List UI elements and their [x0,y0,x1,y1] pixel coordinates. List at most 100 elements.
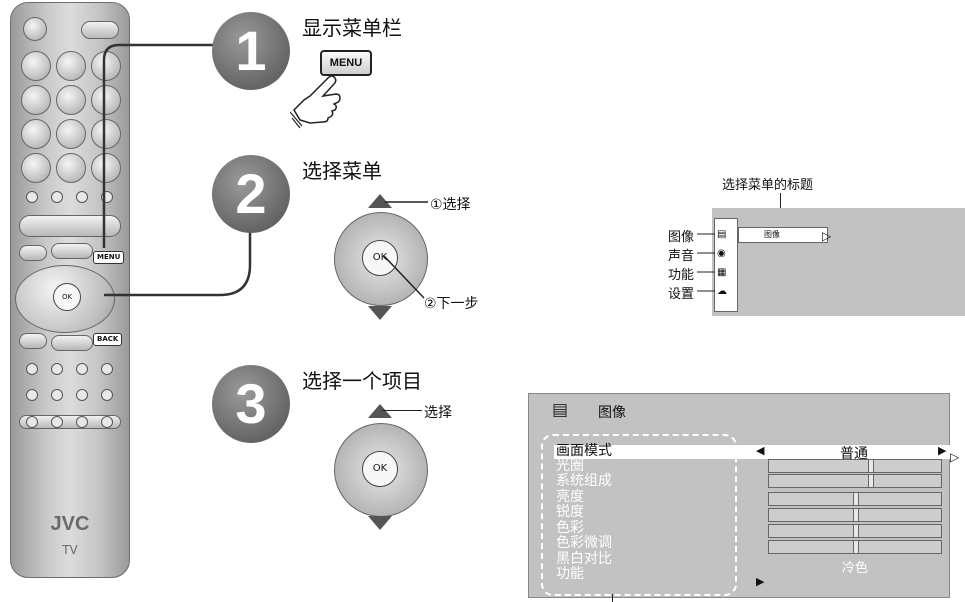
color-key[interactable] [26,416,38,428]
color-key[interactable] [76,416,88,428]
color-key-bar [19,415,121,429]
level-bar[interactable] [768,474,942,488]
pointing-hand-icon [290,75,341,129]
menu-key[interactable]: MENU [93,251,125,264]
menu-item-tint[interactable]: 色彩微调 [556,535,612,551]
sound-icon: ◉ [717,248,726,259]
dpad-up-arrow [368,404,392,418]
number-key[interactable] [91,153,121,183]
menu-item-sharpness[interactable]: 锐度 [556,504,584,520]
color-key[interactable] [51,416,63,428]
menu-preview-titlebar [738,227,828,243]
number-key[interactable] [21,119,51,149]
level-bar[interactable] [768,540,942,554]
cursor-icon: ▷ [822,229,832,243]
small-key[interactable] [101,363,113,375]
dpad-up-arrow [368,194,392,208]
category-settings: 设置 [668,287,695,302]
step-number: 1 [235,19,267,82]
remote-control: MENU OK BACK JVC TV [10,2,130,578]
small-key[interactable] [51,191,63,203]
number-key[interactable] [56,85,86,115]
level-bar[interactable] [768,508,942,522]
highlight-bar [554,445,954,459]
menu-preview-screen [712,208,965,316]
ok-button: OK [362,451,398,487]
number-key[interactable] [91,119,121,149]
level-marker [853,509,859,521]
step-3-badge: 3 [212,365,290,443]
brand-logo: JVC [50,513,90,535]
remote-button[interactable] [23,17,47,41]
picture-icon: ▤ [717,229,727,240]
remote-button[interactable] [19,245,47,261]
menu-button-label: MENU [329,57,363,69]
small-key[interactable] [76,363,88,375]
step-1-title: 显示菜单栏 [302,16,402,40]
function-icon: ▦ [717,267,727,278]
category-sound: 声音 [668,249,695,264]
annotation-select: 选择 [424,405,452,421]
level-marker [868,475,874,487]
small-key[interactable] [51,363,63,375]
small-key[interactable] [51,389,63,401]
menu-item-aperture[interactable]: 光圈 [556,458,584,474]
remote-button[interactable] [51,335,93,351]
menu-item-color[interactable]: 色彩 [556,520,584,536]
ok-key[interactable]: OK [53,283,81,311]
wide-key[interactable] [19,215,121,237]
number-key[interactable] [56,51,86,81]
remote-button[interactable] [19,333,47,349]
menu-item-brightness[interactable]: 亮度 [556,489,584,505]
level-marker [868,460,874,472]
annotation-line [382,410,422,411]
level-bar[interactable] [768,492,942,506]
menu-item-picture-mode[interactable]: 画面模式 [556,443,612,459]
model-label: TV [62,543,78,557]
features-arrow[interactable]: ▶ [756,575,765,588]
back-key[interactable]: BACK [93,333,123,346]
level-bar[interactable] [768,524,942,538]
mode-left-arrow[interactable]: ◀ [756,444,765,457]
level-marker [853,525,859,537]
contrast-value: 冷色 [842,561,869,576]
pointer-line [612,594,613,602]
category-picture: 图像 [668,230,695,245]
small-key[interactable] [26,389,38,401]
small-key[interactable] [101,389,113,401]
step-number: 2 [235,162,267,225]
number-key[interactable] [91,51,121,81]
number-key[interactable] [56,119,86,149]
picture-menu-icon: ▤ [552,400,569,420]
menu-item-contrast[interactable]: 黑白对比 [556,551,612,567]
small-key[interactable] [76,191,88,203]
menu-item-features[interactable]: 功能 [556,566,584,582]
small-key[interactable] [26,191,38,203]
level-marker [853,541,859,553]
level-marker [853,493,859,505]
menu-title-caption: 选择菜单的标题 [722,178,814,193]
number-key[interactable] [56,153,86,183]
menu-preview-title: 图像 [764,230,780,239]
remote-button[interactable] [51,243,93,259]
number-key[interactable] [91,85,121,115]
menu-item-system[interactable]: 系统组成 [556,473,612,489]
number-key[interactable] [21,153,51,183]
small-key[interactable] [76,389,88,401]
color-key[interactable] [101,416,113,428]
mode-right-arrow[interactable]: ▶ [938,444,947,457]
remote-button[interactable] [81,21,119,39]
annotation-next: ②下一步 [424,296,479,312]
step-number: 3 [235,372,267,435]
number-key[interactable] [21,85,51,115]
level-bar[interactable] [768,459,942,473]
number-key[interactable] [21,51,51,81]
small-key[interactable] [26,363,38,375]
step-1-badge: 1 [212,12,290,90]
dpad-down-arrow [368,516,392,530]
cursor-icon: ▷ [950,450,960,464]
step-2-badge: 2 [212,155,290,233]
mode-value: 普通 [840,446,868,462]
annotation-lines [383,201,428,299]
